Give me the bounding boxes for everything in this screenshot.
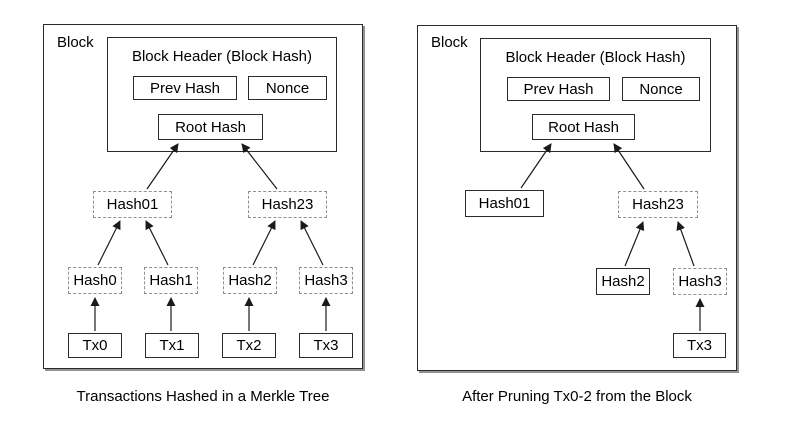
left-tx3-box: Tx3 (299, 333, 353, 358)
left-block-header-title: Block Header (Block Hash) (131, 48, 313, 65)
right-hash01-box: Hash01 (465, 190, 544, 217)
right-tx3-box: Tx3 (673, 333, 726, 358)
left-prev-hash-box: Prev Hash (133, 76, 237, 100)
left-block-label: Block (57, 34, 94, 51)
right-hash3-box: Hash3 (673, 268, 727, 295)
left-tx1-box: Tx1 (145, 333, 199, 358)
right-root-hash-box: Root Hash (532, 114, 635, 140)
left-hash1-box: Hash1 (144, 267, 198, 294)
left-caption: Transactions Hashed in a Merkle Tree (76, 388, 330, 405)
left-hash2-box: Hash2 (223, 267, 277, 294)
left-hash01-box: Hash01 (93, 191, 172, 218)
right-nonce-box: Nonce (622, 77, 700, 101)
left-nonce-box: Nonce (248, 76, 327, 100)
right-prev-hash-box: Prev Hash (507, 77, 610, 101)
right-caption: After Pruning Tx0-2 from the Block (462, 388, 692, 405)
left-hash23-box: Hash23 (248, 191, 327, 218)
left-tx0-box: Tx0 (68, 333, 122, 358)
left-hash0-box: Hash0 (68, 267, 122, 294)
right-hash23-box: Hash23 (618, 191, 698, 218)
right-block-header-title: Block Header (Block Hash) (505, 49, 686, 66)
left-hash3-box: Hash3 (299, 267, 353, 294)
right-block-label: Block (431, 34, 468, 51)
left-root-hash-box: Root Hash (158, 114, 263, 140)
right-hash2-box: Hash2 (596, 268, 650, 295)
left-tx2-box: Tx2 (222, 333, 276, 358)
